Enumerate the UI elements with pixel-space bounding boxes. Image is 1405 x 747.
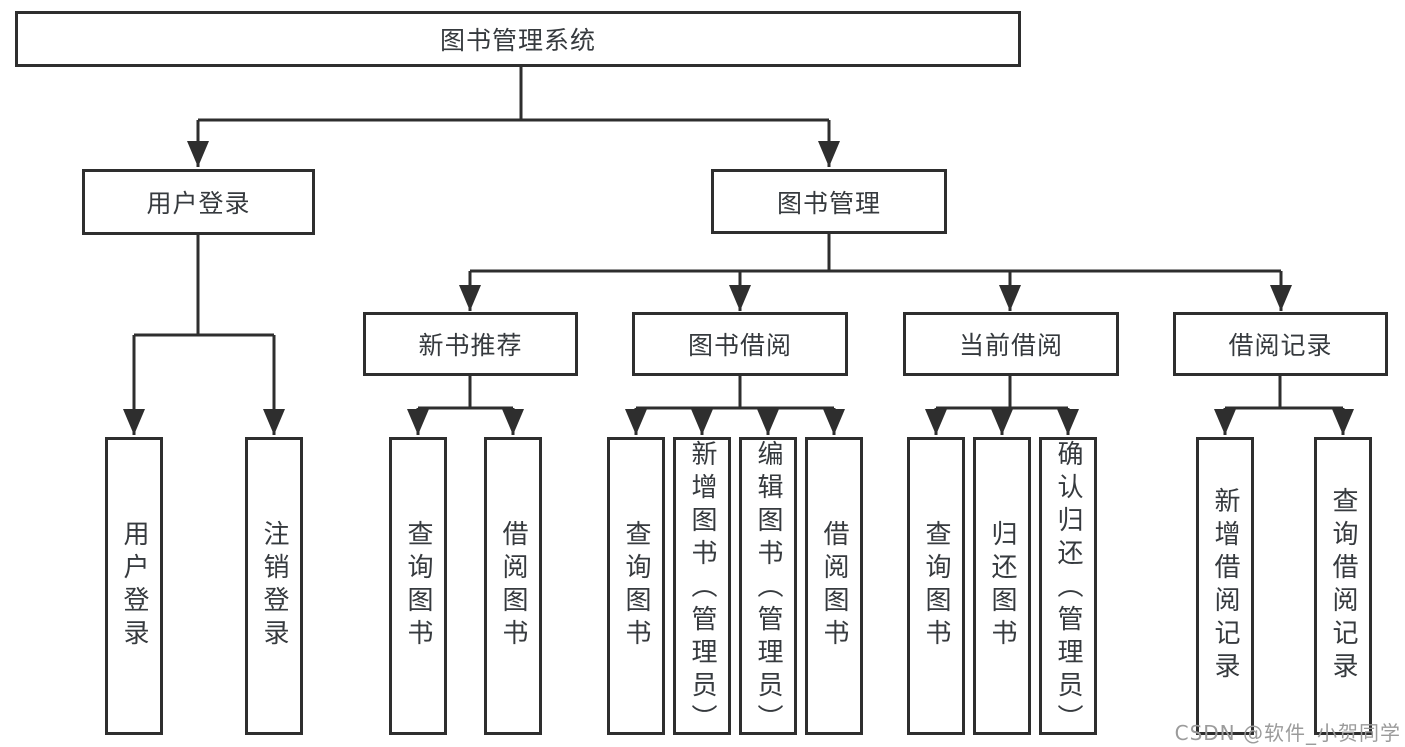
node-user-login: 用户登录 <box>82 169 315 235</box>
leaf-add-book: 新增图书（管理员） <box>673 437 731 737</box>
leaf-query-book-3-label: 查询图书 <box>921 520 951 652</box>
leaf-return-book-label: 归还图书 <box>987 520 1017 652</box>
leaf-borrow-book-2: 借阅图书 <box>805 437 863 735</box>
leaf-query-book-3: 查询图书 <box>907 437 965 735</box>
node-root-label: 图书管理系统 <box>439 26 596 55</box>
leaf-borrow-book-1: 借阅图书 <box>484 437 542 735</box>
leaf-confirm-return-label: 确认归还（管理员） <box>1053 440 1083 737</box>
leaf-query-book-1: 查询图书 <box>389 437 447 735</box>
leaf-query-book-2: 查询图书 <box>607 437 665 735</box>
leaf-user-login: 用户登录 <box>105 437 163 735</box>
leaf-query-book-2-label: 查询图书 <box>621 520 651 652</box>
node-borrow-record: 借阅记录 <box>1173 312 1388 376</box>
leaf-borrow-book-1-label: 借阅图书 <box>498 520 528 652</box>
node-book-mgmt-label: 图书管理 <box>776 188 881 218</box>
leaf-add-book-label: 新增图书（管理员） <box>687 440 717 737</box>
node-new-book-label: 新书推荐 <box>418 331 523 360</box>
node-book-borrow-label: 图书借阅 <box>687 331 792 360</box>
leaf-logout: 注销登录 <box>245 437 303 735</box>
node-borrow-record-label: 借阅记录 <box>1228 331 1333 360</box>
node-user-login-label: 用户登录 <box>146 189 251 218</box>
leaf-edit-book: 编辑图书（管理员） <box>739 437 797 737</box>
leaf-query-book-1-label: 查询图书 <box>403 520 433 652</box>
leaf-borrow-book-2-label: 借阅图书 <box>819 520 849 652</box>
leaf-logout-label: 注销登录 <box>259 520 289 652</box>
leaf-query-record-label: 查询借阅记录 <box>1328 487 1358 685</box>
watermark: CSDN @软件_小贺同学 <box>1174 721 1401 745</box>
node-book-mgmt: 图书管理 <box>711 169 947 234</box>
leaf-add-record: 新增借阅记录 <box>1196 437 1254 735</box>
node-root: 图书管理系统 <box>15 11 1021 67</box>
leaf-add-record-label: 新增借阅记录 <box>1210 487 1240 685</box>
leaf-query-record: 查询借阅记录 <box>1314 437 1372 735</box>
node-current-borrow-label: 当前借阅 <box>958 331 1063 360</box>
leaf-confirm-return: 确认归还（管理员） <box>1039 437 1097 737</box>
leaf-user-login-label: 用户登录 <box>119 520 149 652</box>
leaf-return-book: 归还图书 <box>973 437 1031 735</box>
node-current-borrow: 当前借阅 <box>903 312 1119 376</box>
leaf-edit-book-label: 编辑图书（管理员） <box>753 440 783 737</box>
node-book-borrow: 图书借阅 <box>632 312 848 376</box>
node-new-book: 新书推荐 <box>363 312 578 376</box>
